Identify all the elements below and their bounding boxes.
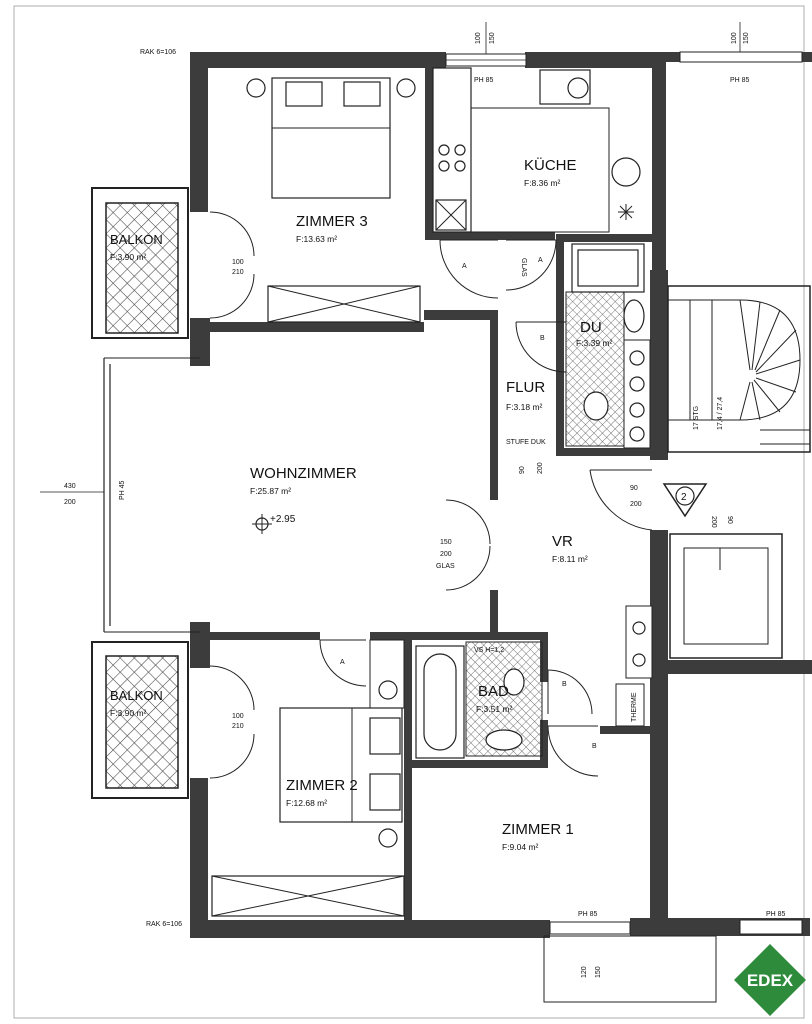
ann-rak-bottom: RAK 6=106: [146, 921, 182, 928]
ann-ph-side: PH 45: [119, 480, 126, 500]
balcony-top: [91, 187, 189, 339]
ann-rak-top: RAK 6=106: [140, 49, 176, 56]
shower-room: [565, 243, 651, 449]
ann-door-a1: A: [462, 263, 467, 270]
label-balkon-bottom: BALKON: [110, 688, 163, 703]
wardrobe-zimmer2: [211, 875, 405, 917]
doors: [209, 211, 653, 779]
area-wohnzimmer: F:25.87 m²: [250, 486, 291, 496]
ann-window-top-right2: 150: [743, 32, 750, 44]
ann-window-top-left: 100: [475, 32, 482, 44]
area-flur: F:3.18 m²: [506, 402, 543, 412]
installation-shaft: [625, 605, 653, 679]
label-zimmer1: ZIMMER 1: [502, 821, 574, 838]
window-top-left: [445, 22, 527, 67]
ann-window-top-left2: 150: [489, 32, 496, 44]
area-kueche: F:8.36 m²: [524, 178, 561, 188]
living-glass-facade: [40, 357, 200, 633]
kitchen-fixtures: [432, 67, 641, 233]
ann-window-bottom2: 150: [595, 966, 602, 978]
exterior-walls: [190, 52, 812, 938]
label-wohnzimmer: WOHNZIMMER: [250, 465, 357, 482]
bed-zimmer3: [246, 77, 416, 199]
balcony-bottom: [91, 641, 189, 799]
ann-door-b3: B: [592, 743, 597, 750]
ann-balcony-door-bottom: 100: [232, 713, 244, 720]
ann-marker: 2: [681, 492, 687, 503]
bathroom-fixtures: [415, 641, 543, 759]
label-vr: VR: [552, 533, 573, 550]
ann-door-b2: B: [562, 681, 567, 688]
ann-glas-door3: GLAS: [436, 563, 455, 570]
ann-door-b1: B: [540, 335, 545, 342]
area-balkon-bottom: F:3.90 m²: [110, 708, 147, 718]
ann-balcony-door-top: 100: [232, 259, 244, 266]
therme-box: [615, 683, 645, 727]
window-bottom: [543, 919, 803, 1003]
level-value: +2.95: [270, 514, 296, 525]
label-zimmer2: ZIMMER 2: [286, 777, 358, 794]
area-vr: F:8.11 m²: [552, 554, 588, 564]
ann-stufe: STUFE DUK: [506, 439, 546, 446]
bed-zimmer2: [279, 639, 405, 848]
area-zimmer1: F:9.04 m²: [502, 842, 539, 852]
ann-sill-bottom-right: PH 85: [766, 911, 786, 918]
area-zimmer2: F:12.68 m²: [286, 798, 327, 808]
logo-text: EDEX: [747, 971, 794, 990]
area-balkon-top: F:3.90 m²: [110, 252, 147, 262]
ann-glas-door2: 200: [440, 551, 452, 558]
window-top-right: [679, 22, 803, 63]
area-du: F:3.39 m²: [576, 338, 613, 348]
area-zimmer3: F:13.63 m²: [296, 234, 337, 244]
ann-balcony-door-bottom2: 210: [232, 723, 244, 730]
edex-logo: EDEX: [734, 944, 806, 1016]
ann-window-bottom: 120: [581, 966, 588, 978]
ann-therme: THERME: [631, 692, 638, 722]
ann-entry-dim2: 200: [630, 501, 642, 508]
label-zimmer3: ZIMMER 3: [296, 213, 368, 230]
ann-dim-right2: 90: [726, 516, 733, 524]
label-bad: BAD: [478, 683, 509, 700]
wardrobe-zimmer3: [267, 285, 421, 323]
ann-stairs2: 17,4 / 27,4: [717, 397, 724, 430]
ann-entry-dim: 90: [630, 485, 638, 492]
ann-balcony-door-top2: 210: [232, 269, 244, 276]
ann-dim-right: 200: [710, 516, 717, 528]
label-kueche: KÜCHE: [524, 156, 577, 174]
label-balkon-top: BALKON: [110, 232, 163, 247]
ann-sill-right: PH 85: [730, 77, 750, 84]
page-frame: [13, 5, 805, 1019]
area-bad: F:3.51 m²: [476, 704, 513, 714]
ann-flur-dim: 90: [519, 466, 526, 474]
label-du: DU: [580, 319, 602, 336]
interior-walls: [208, 68, 652, 920]
ann-side-dim-bottom: 200: [64, 499, 76, 506]
ann-door-a2: A: [538, 257, 543, 264]
ann-flur-dim2: 200: [537, 462, 544, 474]
ann-vs-label: VS H=1,2: [474, 647, 504, 654]
level-marker: [252, 514, 272, 534]
ann-sill-kitchen: PH 85: [474, 77, 494, 84]
stair-marker: [662, 483, 708, 518]
ann-glas-top: GLAS: [520, 258, 527, 277]
ann-glas-door: 150: [440, 539, 452, 546]
ann-door-a3: A: [340, 659, 345, 666]
ann-stairs: 17 STG: [693, 406, 700, 430]
elevator-shaft: [669, 533, 783, 659]
ann-side-dim-top: 430: [64, 483, 76, 490]
label-flur: FLUR: [506, 379, 545, 396]
ann-sill-bottom-left: PH 85: [578, 911, 598, 918]
ann-window-top-right: 100: [731, 32, 738, 44]
staircase: [667, 285, 811, 453]
